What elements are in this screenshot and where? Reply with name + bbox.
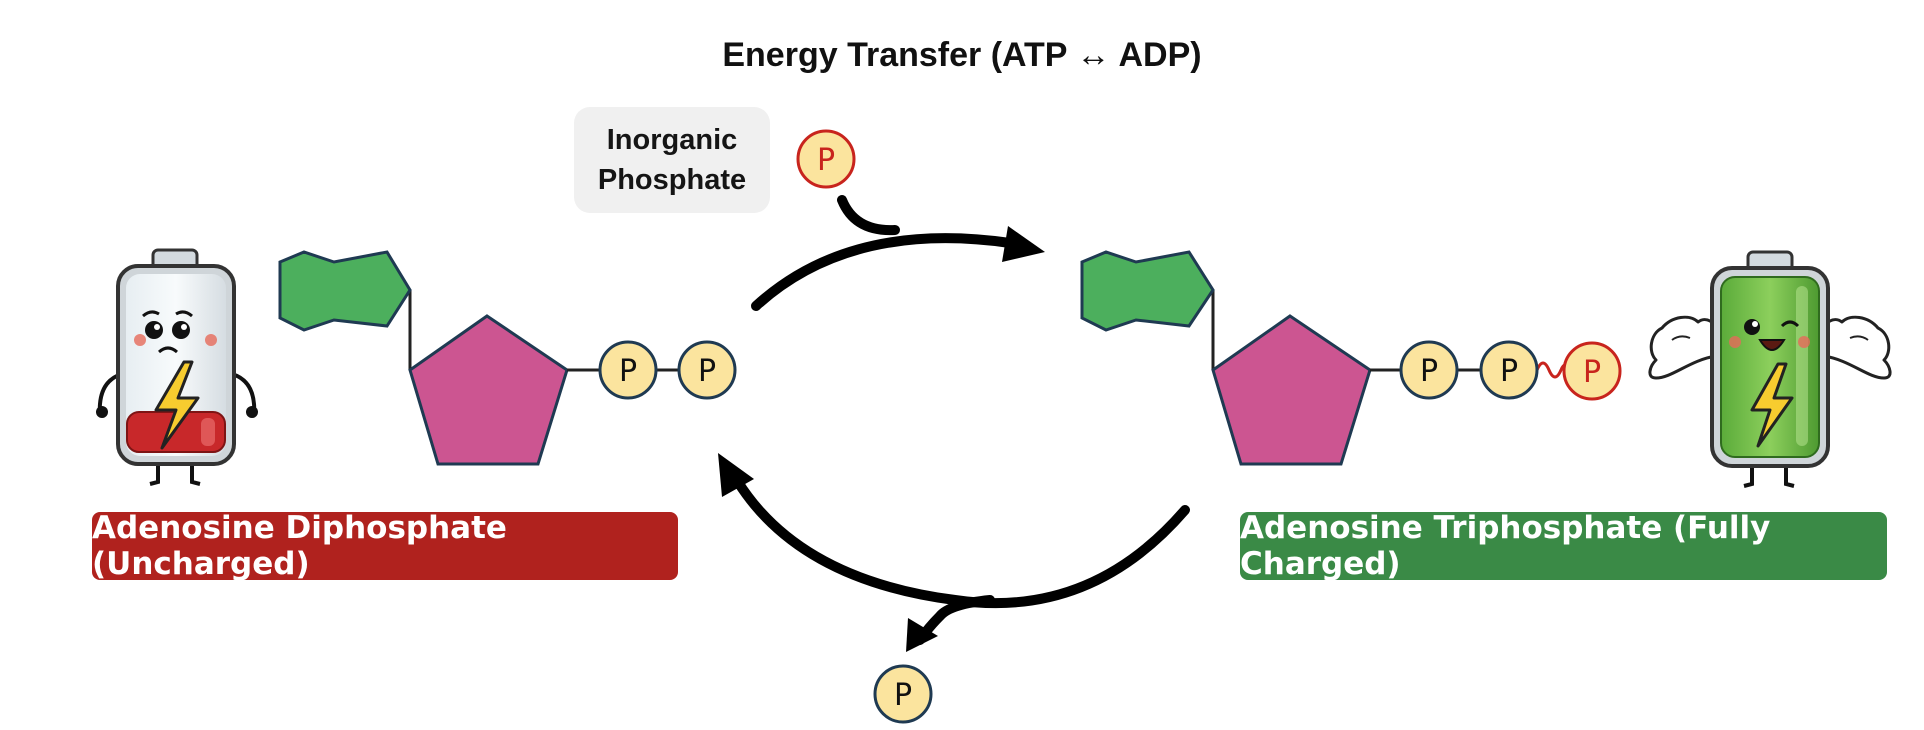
atp-molecule: P P P	[1080, 250, 1622, 466]
happy-face-icon	[1729, 319, 1810, 351]
atp-phosphate-2: P	[1479, 340, 1539, 400]
inorganic-phosphate-label-line2: Phosphate	[597, 164, 747, 196]
atp-label: Adenosine Triphosphate (Fully Charged)	[1240, 510, 1887, 582]
phosphate-symbol: P	[698, 354, 716, 389]
inorganic-phosphate-circle: P	[796, 129, 856, 189]
atp-phosphate-1: P	[1399, 340, 1459, 400]
phosphate-symbol: P	[817, 143, 835, 178]
phosphate-symbol: P	[619, 354, 637, 389]
adp-adenine-base	[278, 250, 412, 332]
atp-phosphate-3: P	[1562, 341, 1622, 401]
synthesis-arrow	[751, 195, 1045, 311]
adp-phosphate-1: P	[598, 340, 658, 400]
adp-phosphate-2: P	[677, 340, 737, 400]
phosphate-symbol: P	[1500, 354, 1518, 389]
sad-face-icon	[134, 310, 217, 354]
flexing-right-arm	[1822, 315, 1892, 380]
atp-ribose-sugar	[1211, 314, 1372, 466]
inorganic-phosphate-box: Inorganic Phosphate	[574, 107, 770, 213]
atp-adenine-base	[1080, 250, 1215, 332]
sad-battery-icon	[96, 248, 258, 486]
hydrolysis-arrow	[718, 453, 1190, 652]
battery-left-leg	[149, 462, 160, 486]
adp-molecule: P P	[278, 250, 737, 466]
flexing-left-arm	[1648, 315, 1718, 380]
happy-battery-icon	[1648, 250, 1892, 488]
released-phosphate-circle: P	[873, 664, 933, 724]
lightning-bolt-icon	[1750, 362, 1794, 448]
inorganic-phosphate-label-line1: Inorganic	[606, 124, 738, 156]
adp-ribose-sugar	[408, 314, 569, 466]
adp-label: Adenosine Diphosphate (Uncharged)	[92, 510, 678, 582]
phosphate-symbol: P	[1420, 354, 1438, 389]
phosphate-symbol: P	[894, 678, 912, 713]
battery-right-leg	[190, 462, 201, 486]
lightning-bolt-icon	[154, 360, 200, 450]
phosphate-symbol: P	[1583, 355, 1601, 390]
diagram-title: Energy Transfer (ATP ↔ ADP)	[722, 36, 1202, 74]
